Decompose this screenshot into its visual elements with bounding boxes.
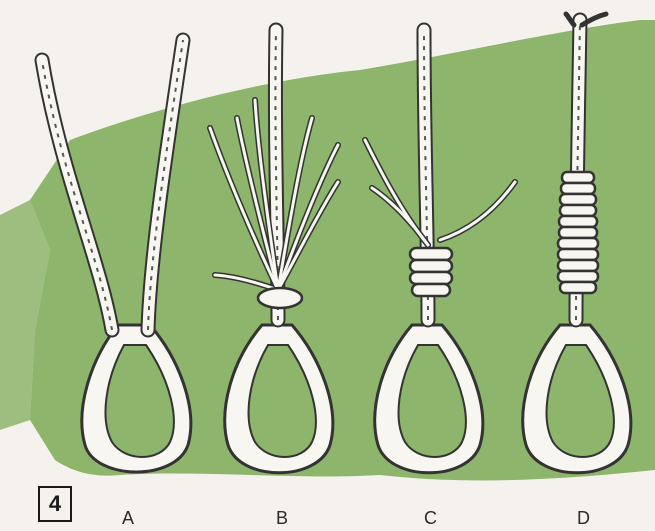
label-a: A [122, 508, 135, 529]
label-d: D [577, 508, 591, 529]
seizing-wrap-icon [258, 288, 302, 308]
label-b: B [276, 508, 289, 529]
figure-number: 4 [38, 486, 72, 522]
label-c: C [424, 508, 438, 529]
